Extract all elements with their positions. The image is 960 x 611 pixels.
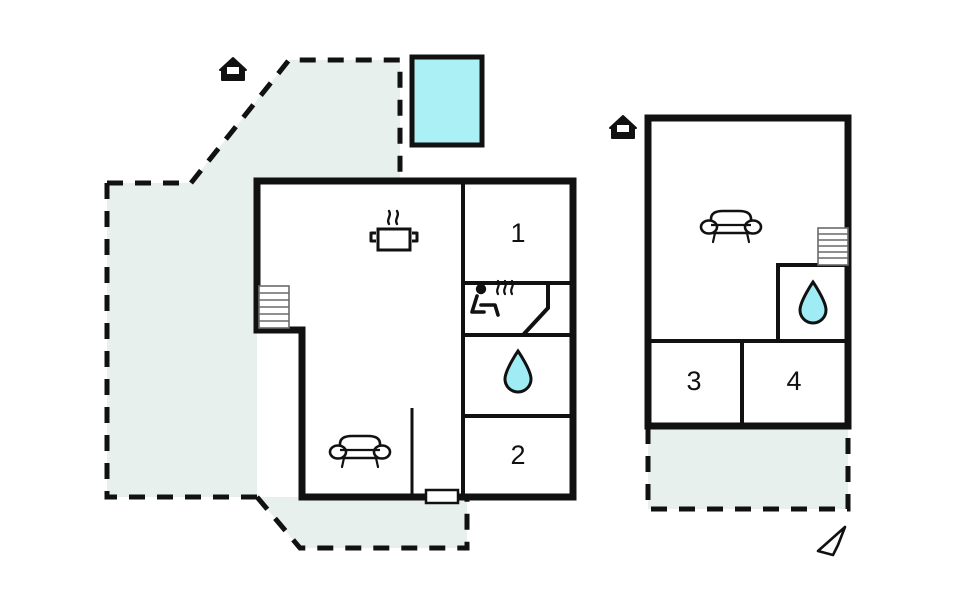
upper-floor-plan: 3 4 bbox=[609, 114, 852, 512]
door-icon bbox=[424, 488, 460, 505]
north-arrow-icon bbox=[816, 525, 847, 557]
cooking-pot-icon bbox=[369, 209, 419, 252]
pool-area bbox=[409, 54, 485, 148]
stairs-upper-icon bbox=[817, 227, 849, 266]
room-number-4: 4 bbox=[786, 366, 801, 396]
room-number-1: 1 bbox=[510, 218, 525, 248]
water-drop-icon bbox=[503, 348, 533, 394]
building-outline-ground bbox=[253, 177, 577, 501]
sauna-icon bbox=[470, 279, 514, 317]
building-outline-upper bbox=[644, 114, 852, 430]
stairs-icon bbox=[258, 285, 290, 329]
ground-floor-plan: 1 2 bbox=[104, 54, 577, 551]
interior-walls-ground bbox=[410, 181, 573, 497]
room-number-2: 2 bbox=[510, 440, 525, 470]
room-number-3: 3 bbox=[686, 366, 701, 396]
house-entrance-upper-icon bbox=[609, 115, 637, 139]
water-drop-upper-icon bbox=[798, 279, 828, 325]
sofa-icon bbox=[328, 434, 392, 469]
house-entrance-icon bbox=[219, 57, 247, 81]
terrace-area-upper bbox=[645, 428, 851, 512]
sofa-upper-icon bbox=[699, 209, 763, 244]
